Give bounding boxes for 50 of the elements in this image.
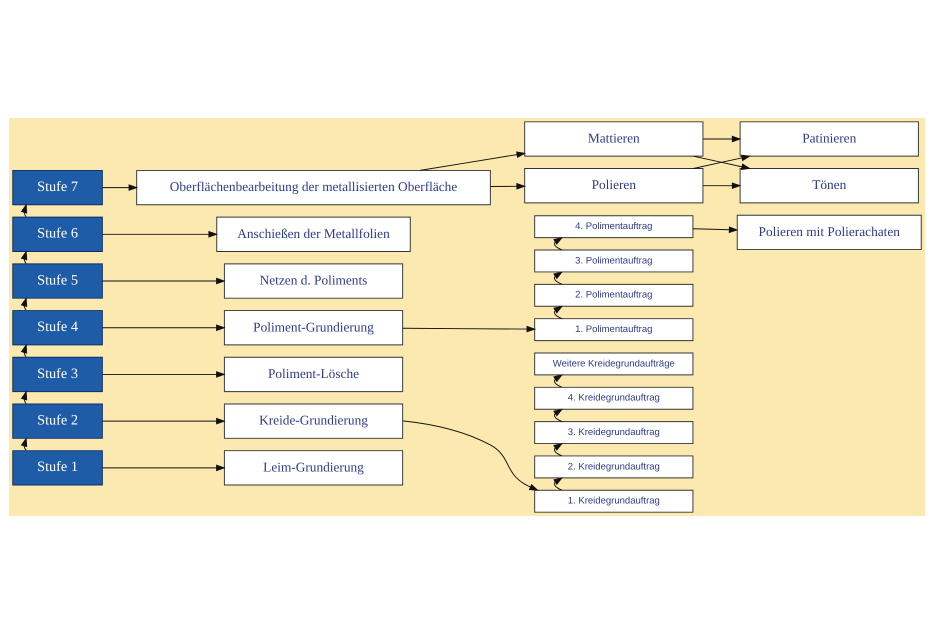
node-box: Stufe 4 <box>12 310 103 345</box>
node-box: Anschießen der Metallfolien <box>216 216 411 252</box>
node-box: Weitere Kreidegrundaufträge <box>534 352 694 375</box>
arrow <box>102 184 138 190</box>
node-box: 4. Kreidegrundauftrag <box>534 386 694 410</box>
node-box: Kreide-Grundierung <box>224 403 404 438</box>
node-box: 3. Kreidegrundauftrag <box>534 420 694 444</box>
node-box: Mattieren <box>524 120 704 156</box>
node-box: 2. Polimentauftrag <box>534 283 694 306</box>
node-box: Polieren <box>524 168 704 203</box>
arrow <box>20 296 28 310</box>
node-box: Patinieren <box>740 120 919 156</box>
node-box: Stufe 2 <box>12 403 103 438</box>
arrow <box>102 277 226 284</box>
arrow <box>553 442 564 456</box>
node-box: 1. Polimentauftrag <box>534 318 694 341</box>
arrow <box>553 270 564 284</box>
node-box: Netzen d. Poliments <box>224 262 404 298</box>
arrow <box>102 370 226 378</box>
node-box: Stufe 5 <box>12 262 103 298</box>
arrow <box>102 417 226 424</box>
arrow <box>553 408 564 422</box>
arrow <box>553 374 564 388</box>
arrow <box>553 305 564 319</box>
arrow <box>420 150 526 170</box>
node-box: Poliment-Grundierung <box>224 310 404 345</box>
node-box: 4. Polimentauftrag <box>534 214 694 238</box>
node-box: Stufe 3 <box>12 356 103 392</box>
arrow <box>102 464 226 471</box>
node-box: Leim-Grundierung <box>224 450 404 485</box>
node-box: 2. Kreidegrundauftrag <box>534 454 694 478</box>
arrow <box>702 182 742 189</box>
arrow <box>702 135 742 142</box>
arrow <box>553 476 564 490</box>
arrow <box>102 230 218 238</box>
node-box: Oberflächenbearbeitung der metallisierten Oberfläche <box>136 169 491 205</box>
node-box: 1. Kreidegrundauftrag <box>534 489 694 512</box>
arrow <box>692 226 738 233</box>
node-box: Tönen <box>740 168 919 203</box>
arrow <box>402 420 539 490</box>
arrow <box>553 236 564 250</box>
arrow <box>402 325 536 332</box>
arrow <box>490 182 526 190</box>
node-box: Stufe 7 <box>12 169 103 205</box>
node-box: Polieren mit Polierachaten <box>736 214 922 250</box>
node-box: Poliment-Lösche <box>224 356 404 392</box>
node-box: Stufe 1 <box>12 450 103 485</box>
node-box: Stufe 6 <box>12 216 103 252</box>
node-box: 3. Polimentauftrag <box>534 249 694 272</box>
arrow <box>102 324 226 331</box>
